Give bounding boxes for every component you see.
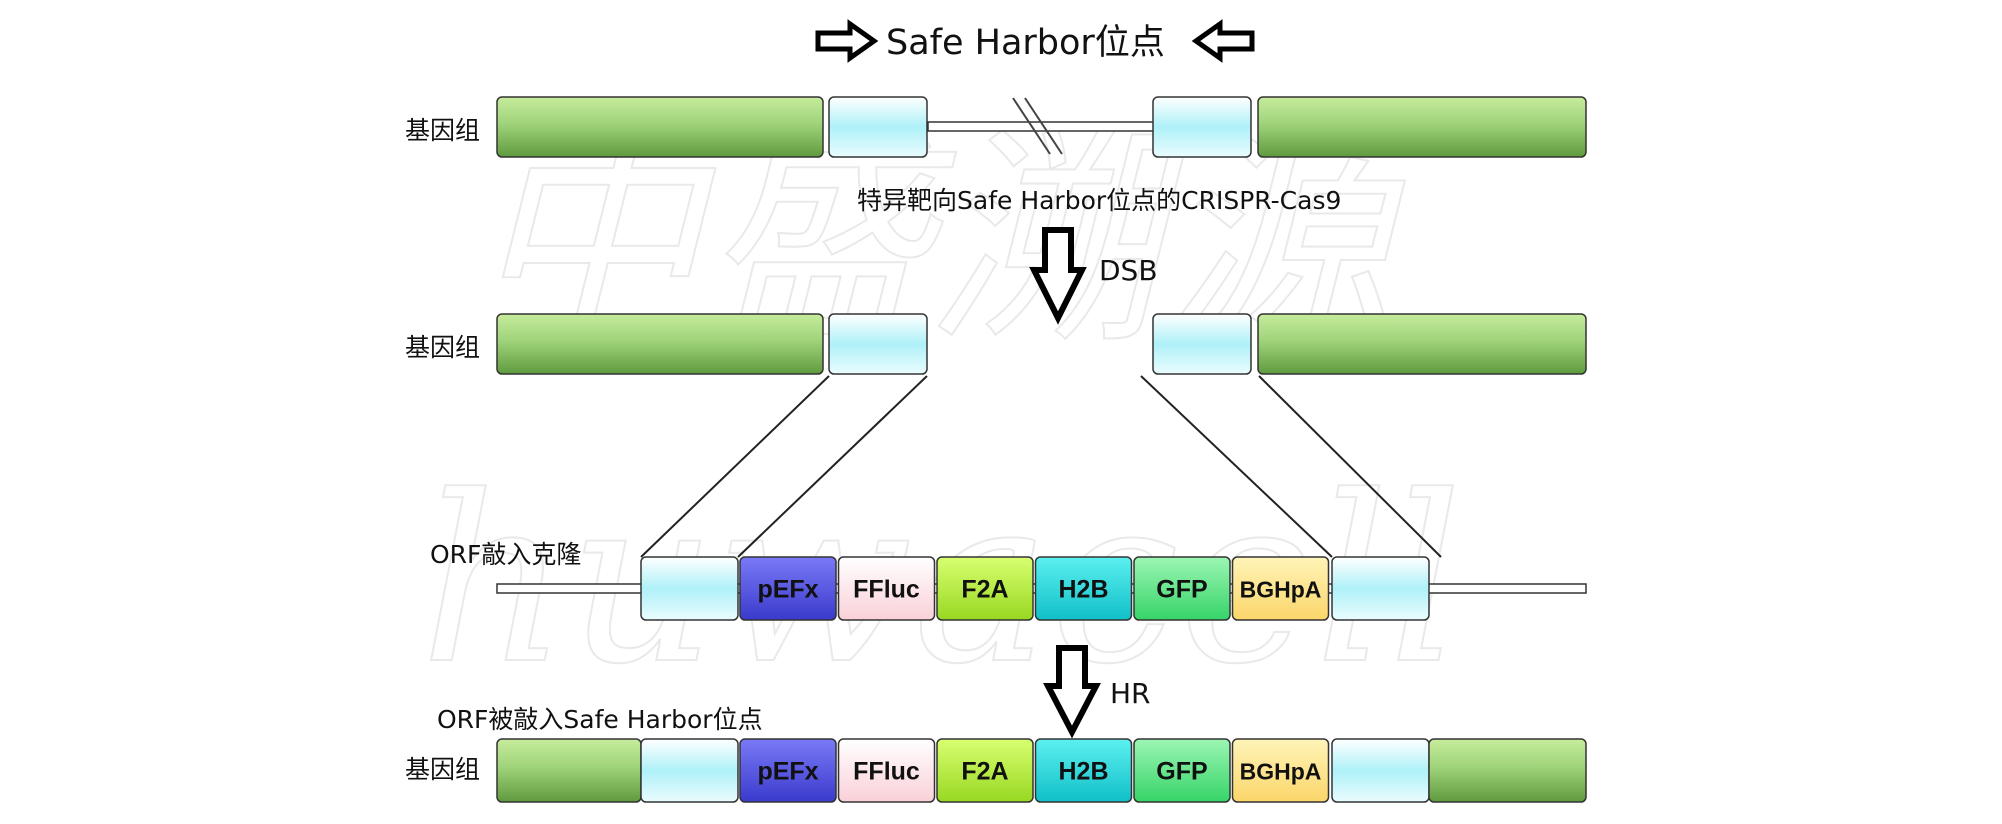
down-arrow-icon xyxy=(1043,645,1101,739)
row2-arm-right xyxy=(1152,313,1252,375)
row1-genome-right xyxy=(1257,96,1587,158)
dsb-label: DSB xyxy=(1099,254,1158,287)
homology-line-3 xyxy=(1140,375,1333,558)
donor-segment-gfp xyxy=(1133,556,1231,621)
final-segment-gfp xyxy=(1133,738,1231,803)
final-segment-bghpa xyxy=(1231,738,1330,803)
donor-segment-f2a-label: F2A xyxy=(961,576,1008,604)
orf-label: ORF敲入克隆 xyxy=(430,540,581,569)
donor-segment-gfp-label: GFP xyxy=(1156,576,1207,604)
final-segment-pefx xyxy=(739,738,837,803)
final-segment-bghpa-label: BGHpA xyxy=(1240,759,1322,785)
final-segment-f2a xyxy=(936,738,1034,803)
final-segment-pefx-label: pEFx xyxy=(757,758,818,786)
row2-genome-right xyxy=(1257,313,1587,375)
final-segment-h2b xyxy=(1034,738,1133,803)
row1-break-mark-2 xyxy=(1024,97,1063,155)
donor-segment-pefx xyxy=(739,556,837,621)
donor-segment-ffluc-label: FFluc xyxy=(853,576,920,604)
donor-segment-ffluc xyxy=(837,556,936,621)
final-arm-left xyxy=(640,738,739,803)
final-segment-gfp-label: GFP xyxy=(1156,758,1207,786)
row2-arm-left xyxy=(828,313,928,375)
donor-segment-bghpa xyxy=(1231,556,1330,621)
down-arrow-icon xyxy=(1029,227,1087,325)
right-arrow-icon xyxy=(815,19,879,63)
homology-line-1 xyxy=(640,375,830,558)
row1-arm-right xyxy=(1152,96,1252,158)
final-genome-right xyxy=(1428,738,1587,803)
row4-genome-label: 基因组 xyxy=(405,755,480,784)
donor-segment-bghpa-label: BGHpA xyxy=(1240,577,1322,603)
final-segment-ffluc-label: FFluc xyxy=(853,758,920,786)
final-arm-right xyxy=(1331,738,1430,803)
donor-arm-right xyxy=(1331,556,1430,621)
row1-arm-left xyxy=(828,96,928,158)
row1-genome-left xyxy=(496,96,824,158)
donor-segment-h2b-label: H2B xyxy=(1058,576,1108,604)
donor-arm-left xyxy=(640,556,739,621)
homology-line-4 xyxy=(1258,375,1442,558)
donor-segment-pefx-label: pEFx xyxy=(757,576,818,604)
final-genome-left xyxy=(496,738,642,803)
row1-genome-label: 基因组 xyxy=(405,116,480,145)
row2-genome-label: 基因组 xyxy=(405,333,480,362)
homology-line-2 xyxy=(737,375,928,558)
donor-segment-f2a xyxy=(936,556,1034,621)
crispr-label: 特异靶向Safe Harbor位点的CRISPR-Cas9 xyxy=(857,186,1341,215)
final-segment-f2a-label: F2A xyxy=(961,758,1008,786)
row2-genome-left xyxy=(496,313,824,375)
title: Safe Harbor位点 xyxy=(886,23,1165,63)
final-label: ORF被敲入Safe Harbor位点 xyxy=(437,705,763,734)
final-cassette: pEFx FFluc F2A H2B GFP BGHpA xyxy=(739,738,1330,803)
hr-label: HR xyxy=(1110,677,1151,710)
final-segment-ffluc xyxy=(837,738,936,803)
final-segment-h2b-label: H2B xyxy=(1058,758,1108,786)
donor-segment-h2b xyxy=(1034,556,1133,621)
left-arrow-icon xyxy=(1191,19,1255,63)
donor-cassette: pEFx FFluc F2A H2B GFP BGHpA xyxy=(739,556,1330,621)
row1-break-mark xyxy=(1012,97,1051,155)
